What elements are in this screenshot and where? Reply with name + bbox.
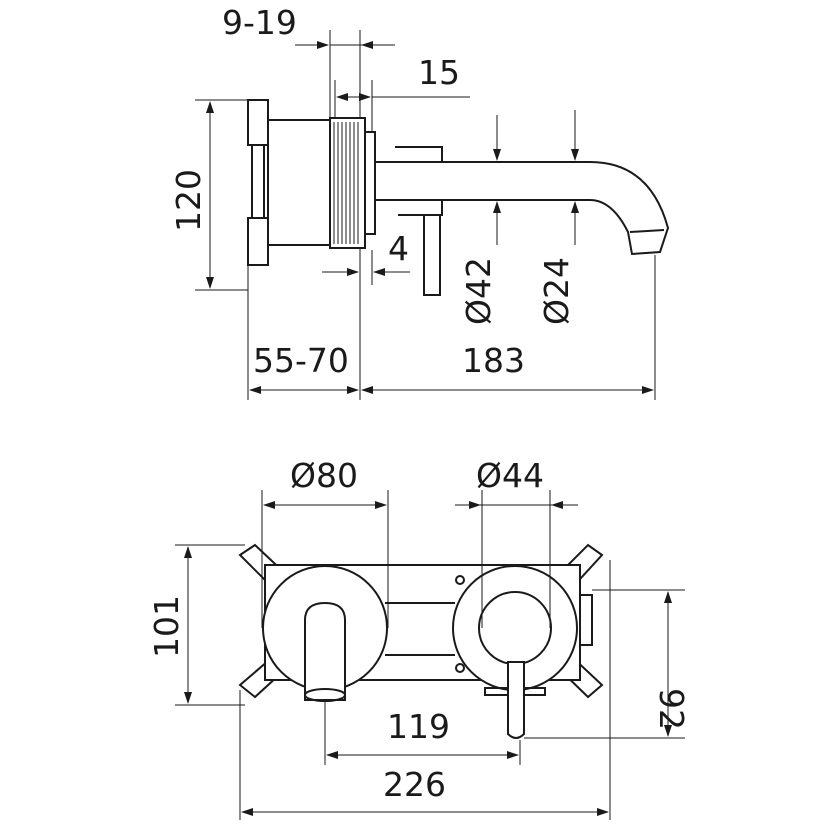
dim-d80: Ø80	[290, 456, 358, 495]
spout-tip	[629, 229, 665, 233]
dim-55-70: 55-70	[253, 341, 349, 380]
thread-lines	[333, 122, 359, 244]
cover-plate	[364, 131, 376, 235]
front-view: Ø80 Ø44 101 92 119 226	[147, 456, 691, 820]
side-view: 9-19 15 120 4 Ø42 Ø24 55-70 183	[169, 3, 670, 400]
thread-section	[329, 117, 366, 249]
side-tab	[579, 594, 593, 646]
lever-handle	[395, 146, 443, 296]
spout-front	[304, 601, 346, 701]
dim-4: 4	[388, 229, 409, 268]
dim-183: 183	[462, 341, 525, 380]
dim-d44: Ø44	[476, 456, 544, 495]
dim-15: 15	[418, 53, 460, 92]
wall-flange	[247, 99, 269, 266]
dim-92: 92	[652, 688, 691, 730]
dim-120: 120	[169, 169, 208, 232]
lever-front	[507, 661, 525, 739]
dim-119: 119	[387, 707, 450, 746]
dim-226: 226	[383, 765, 446, 804]
dim-9-19: 9-19	[222, 3, 297, 42]
mixer-body	[267, 119, 331, 246]
dim-d24: Ø24	[537, 257, 576, 325]
spout	[375, 161, 670, 256]
bridge	[385, 602, 455, 656]
dim-101: 101	[147, 595, 186, 658]
dim-d42: Ø42	[459, 257, 498, 325]
